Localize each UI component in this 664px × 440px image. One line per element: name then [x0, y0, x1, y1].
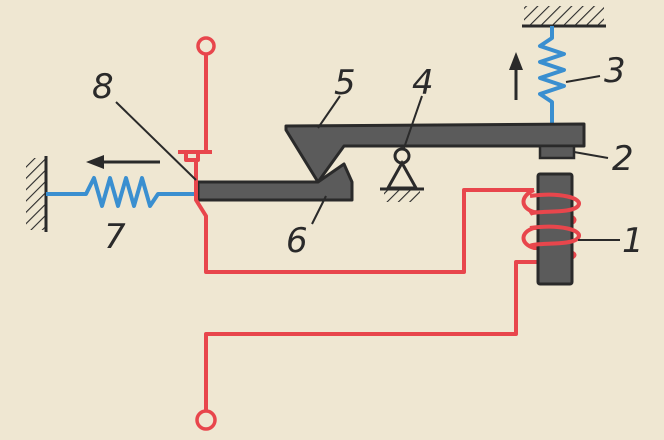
- wiring: [178, 36, 577, 431]
- return-spring: [538, 26, 566, 124]
- label-8: 8: [92, 67, 114, 107]
- terminal-bottom: [195, 409, 217, 431]
- force-arrow-left: [86, 155, 160, 169]
- label-3: 3: [604, 51, 626, 91]
- lever: [284, 122, 586, 184]
- label-1: 1: [622, 221, 644, 261]
- label-5: 5: [334, 63, 356, 103]
- contact-blade: [194, 162, 534, 274]
- pivot: [380, 147, 424, 202]
- armature: [538, 144, 576, 160]
- terminal-top: [196, 36, 216, 56]
- left-wall: [26, 156, 48, 232]
- tension-spring: [46, 176, 196, 208]
- coil-winding-front: [528, 192, 581, 248]
- label-7: 7: [104, 217, 126, 257]
- force-arrow-up: [509, 52, 523, 100]
- label-2: 2: [612, 139, 634, 179]
- top-ceiling: [522, 6, 606, 28]
- leader-lines: [115, 75, 620, 241]
- label-4: 4: [412, 63, 434, 103]
- coil-winding: [521, 188, 577, 264]
- label-6: 6: [286, 221, 308, 261]
